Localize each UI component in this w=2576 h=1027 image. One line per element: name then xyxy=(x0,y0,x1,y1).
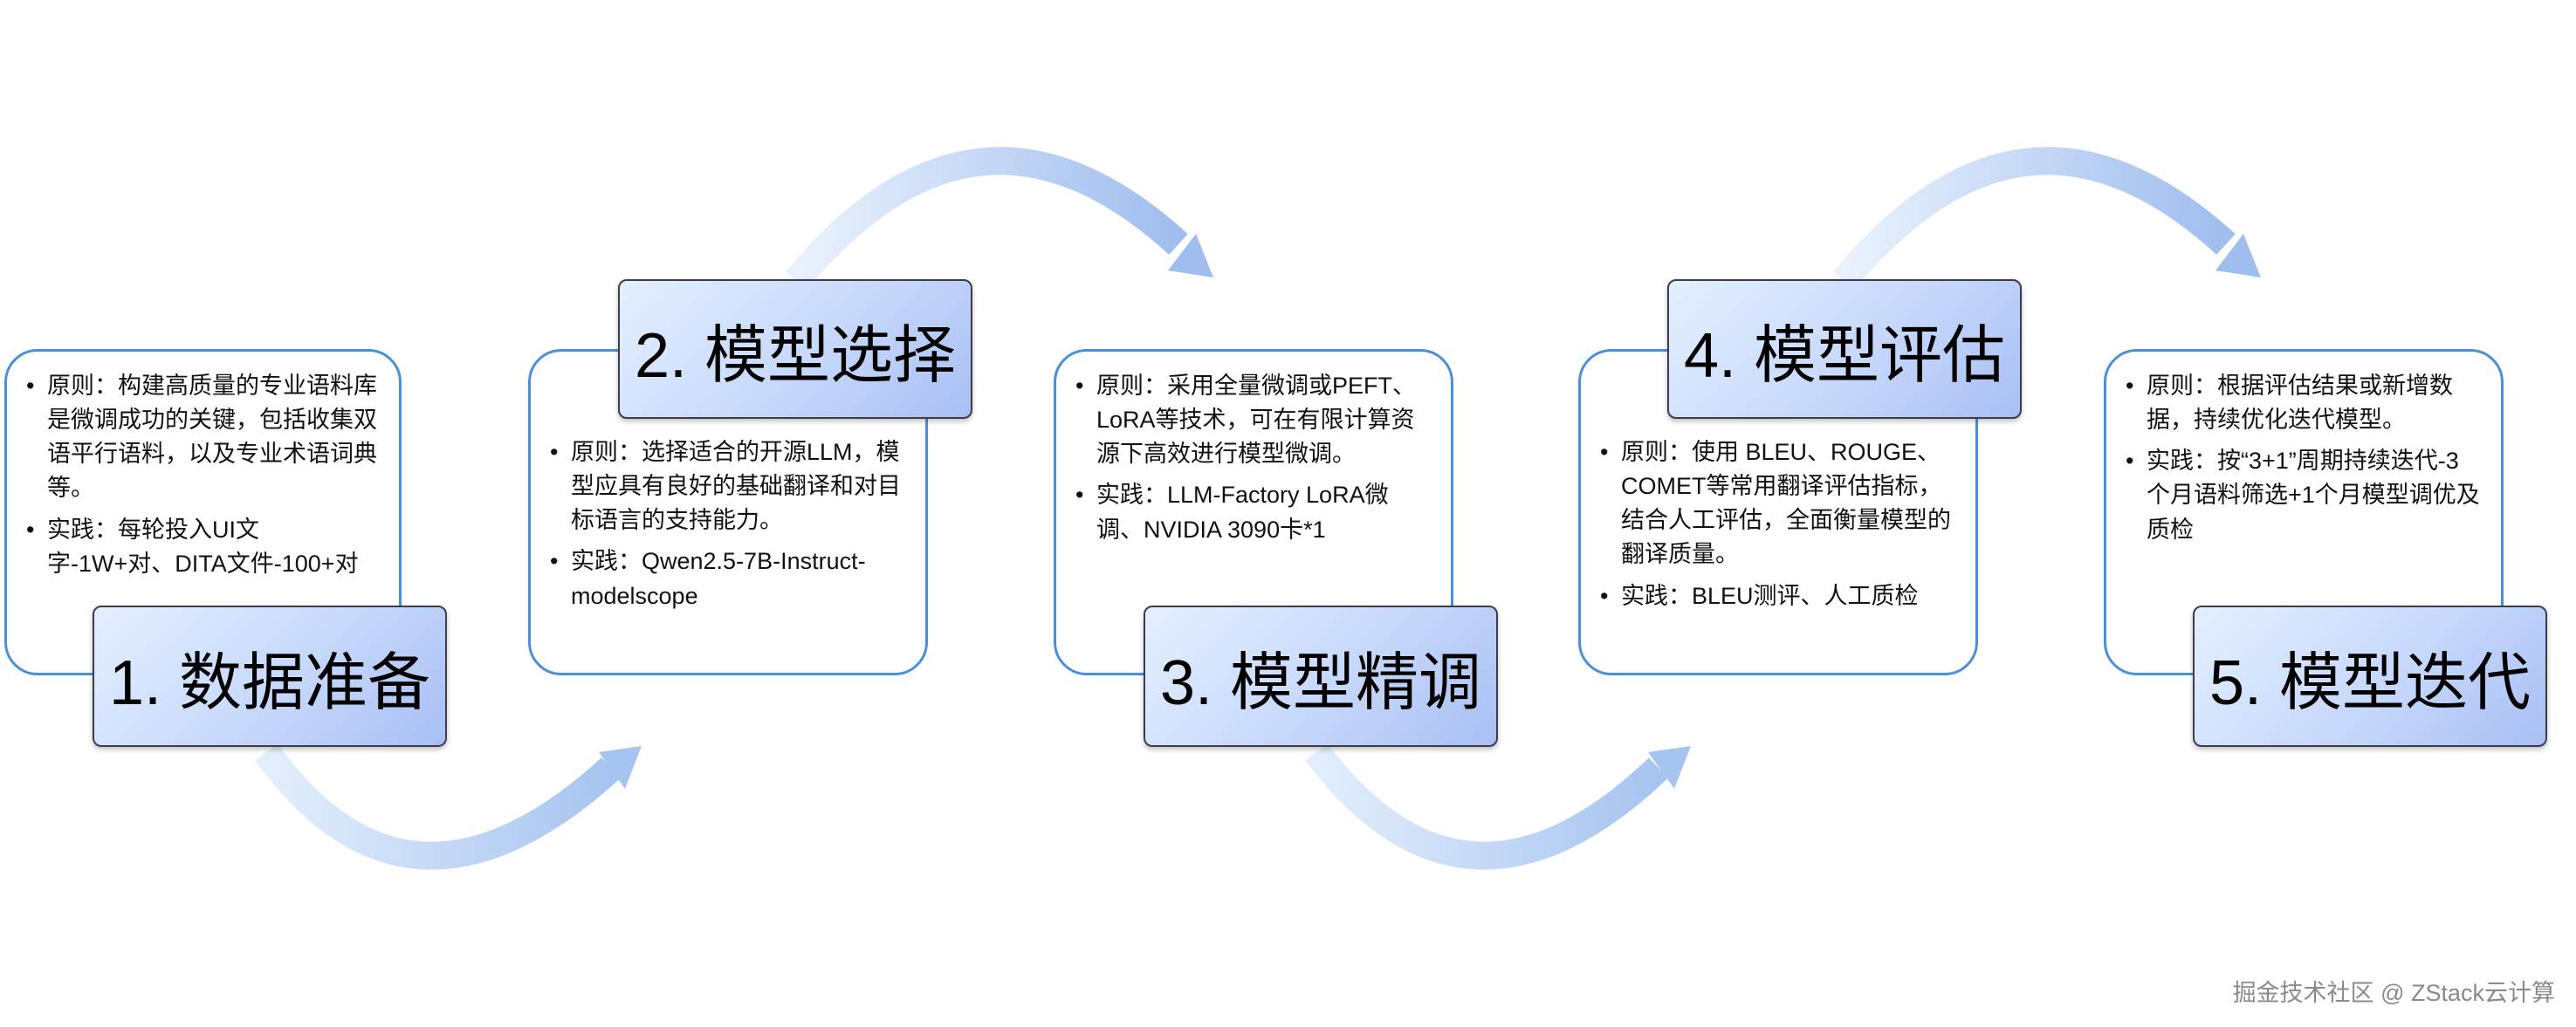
step1-title: 1. 数据准备 xyxy=(93,606,447,747)
step3-principle: •原则：采用全量微调或PEFT、LoRA等技术，可在有限计算资源下高效进行模型微… xyxy=(1075,373,1417,468)
step1-practice: •实践：每轮投入UI文字-1W+对、DITA文件-100+对 xyxy=(26,516,359,577)
arrow-step4-to-step5 xyxy=(1832,147,2261,291)
step5-practice: •实践：按“3+1”周期持续迭代-3个月语料筛选+1个月模型调优及质检 xyxy=(2126,448,2480,543)
watermark: 掘金技术社区 @ ZStack云计算 xyxy=(2232,980,2555,1006)
step4-title: 4. 模型评估 xyxy=(1667,279,2022,419)
arrow-step3-to-step4 xyxy=(1305,743,1691,870)
step4-practice: •实践：BLEU测评、人工质检 xyxy=(1600,582,1919,609)
step5-title: 5. 模型迭代 xyxy=(2193,606,2547,747)
step2-principle: •原则：选择适合的开源LLM，模型应具有良好的基础翻译和对目标语言的支持能力。 xyxy=(550,439,901,534)
step2-title: 2. 模型选择 xyxy=(618,279,972,419)
step3-practice: •实践：LLM-Factory LoRA微调、NVIDIA 3090卡*1 xyxy=(1075,482,1389,543)
step2-practice: •实践：Qwen2.5-7B-Instruct-modelscope xyxy=(550,548,866,609)
step4-principle: •原则：使用 BLEU、ROUGE、COMET等常用翻译评估指标，结合人工评估，… xyxy=(1600,439,1951,568)
arrow-step1-to-step2 xyxy=(255,743,642,870)
step5-principle: •原则：根据评估结果或新增数据，持续优化迭代模型。 xyxy=(2126,373,2453,434)
step1-principle: •原则：构建高质量的专业语料库是微调成功的关键，包括收集双语平行语料，以及专业术… xyxy=(26,373,377,502)
arrow-step2-to-step3 xyxy=(785,147,1213,291)
step3-title: 3. 模型精调 xyxy=(1144,606,1498,747)
